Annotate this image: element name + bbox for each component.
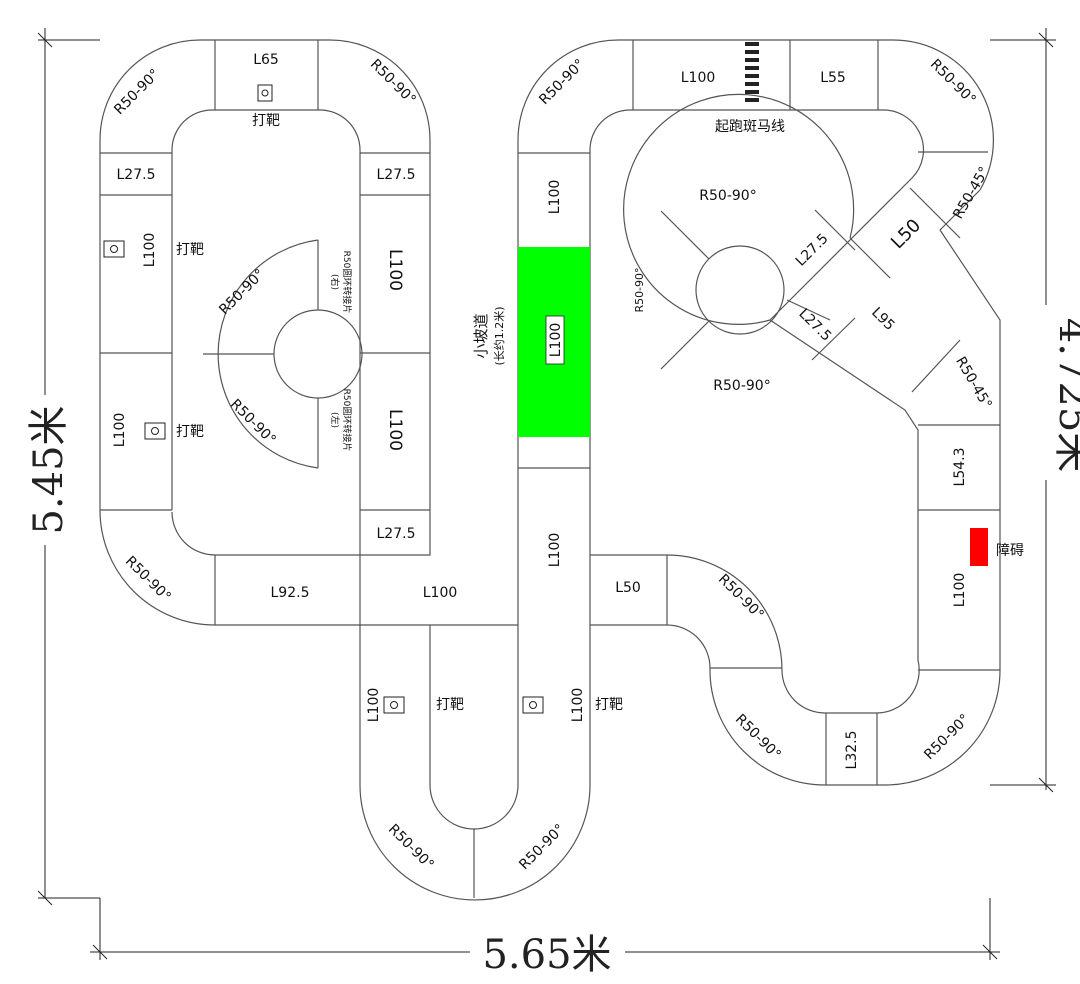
target-markers-left [103, 84, 273, 440]
label-loop-left: R50-90° [633, 267, 646, 312]
label-ramp-title: 小坡道 [472, 313, 490, 358]
label-bottom-short: L32.5 [844, 731, 860, 770]
right-section-track [517, 39, 1001, 786]
label-bottom-right-straight: L100 [570, 688, 586, 723]
label-right-straight-1: L100 [385, 249, 405, 291]
label-ring-connector-right-sub: (右) [329, 274, 341, 290]
label-diag-l27-bottom: L27.5 [795, 306, 834, 345]
label-l50: L50 [615, 580, 641, 596]
label-right-straight-2: L100 [385, 409, 405, 451]
label-diag-l95: L95 [868, 304, 897, 333]
label-left-straight-1: L100 [142, 233, 158, 268]
label-ramp: L100 [548, 323, 564, 358]
obstacle [970, 528, 988, 566]
label-right-l100: L100 [952, 573, 968, 608]
start-zebra-line [745, 42, 759, 102]
label-ramp-note: (长约1.2米) [493, 306, 506, 365]
dimension-lines [37, 28, 1056, 960]
target-markers-bottom [383, 696, 544, 714]
label-target-top: 打靶 [252, 112, 280, 129]
label-loop-bottom: R50-90° [713, 378, 770, 394]
label-bottom-left-curve: R50-90° [122, 553, 174, 605]
label-ring-connector-left: R50圆环转接片 [341, 389, 353, 452]
label-bottom-left-straight: L100 [366, 688, 382, 723]
label-loop-top: R50-90° [699, 188, 756, 204]
label-right-l54: L54.3 [952, 448, 968, 487]
label-width-bottom: 5.65米 [482, 932, 611, 978]
label-ring-connector-right: R50圆环转接片 [341, 251, 353, 314]
label-top-left-curve: R50-90° [111, 66, 163, 118]
label-left-straight-2: L100 [112, 413, 128, 448]
label-bottom-curve-right: R50-90° [516, 821, 568, 873]
label-right-top-short: L55 [820, 70, 846, 86]
label-right-top-straight: L100 [681, 70, 716, 86]
label-diag-45-top: R50-45° [950, 164, 993, 222]
label-bottom-right-curve: R50-90° [921, 711, 973, 763]
label-middle-lower: L100 [547, 533, 563, 568]
label-start-line: 起跑斑马线 [715, 119, 785, 135]
label-s-curve-lower: R50-90° [732, 711, 784, 763]
label-inner-curve-upper: R50-90° [216, 266, 268, 318]
label-target-1: 打靶 [176, 241, 204, 258]
label-middle-upper: L100 [547, 180, 563, 215]
left-loop-track [99, 39, 518, 626]
label-height-left: 5.45米 [26, 405, 72, 534]
label-obstacle: 障碍 [996, 543, 1024, 559]
label-s-curve-upper: R50-90° [715, 571, 767, 623]
label-right-short-top: L27.5 [377, 167, 416, 183]
label-top-straight-l65: L65 [253, 52, 279, 68]
label-target-2: 打靶 [176, 423, 204, 440]
label-inner-curve-lower: R50-90° [227, 396, 279, 448]
label-bottom-straight-l92: L92.5 [271, 585, 310, 601]
label-right-top-right-curve: R50-90° [927, 56, 979, 108]
label-diag-45-bottom: R50-45° [952, 354, 995, 412]
label-diag-l50: L50 [887, 215, 925, 253]
label-target-bottom-right: 打靶 [595, 696, 623, 713]
bottom-loop-track [359, 625, 591, 901]
label-height-right: 4.725米 [1050, 318, 1080, 473]
label-target-bottom-left: 打靶 [436, 696, 464, 713]
label-ring-connector-left-sub: (左) [329, 412, 341, 428]
label-left-short: L27.5 [117, 167, 156, 183]
label-center-straight: L100 [423, 585, 458, 601]
label-right-short-bottom: L27.5 [377, 526, 416, 542]
label-right-top-left-curve: R50-90° [536, 56, 588, 108]
